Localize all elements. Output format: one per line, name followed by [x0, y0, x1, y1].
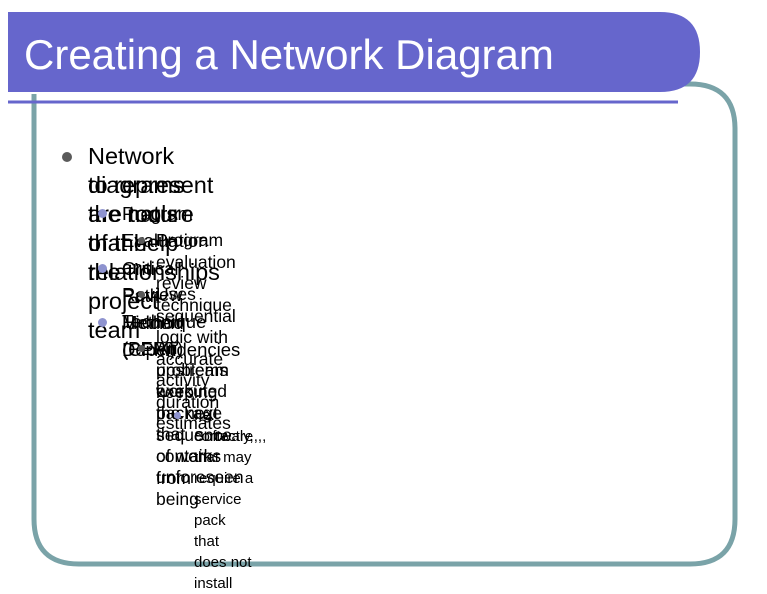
cpm-label: Critical Path Method (CPM) [122, 258, 184, 360]
bullet-dot-pert-sub [138, 237, 145, 244]
bullet-dot-hidden-sub [138, 345, 145, 352]
content-frame-border [31, 81, 738, 567]
main-point-line1: Network diagrams are tools that help the… [88, 143, 185, 343]
example-line1: I.e. Software that may require a service… [194, 407, 254, 592]
bullet-dot-hidden [98, 318, 107, 327]
bullet-dot-cpm-sub [138, 291, 145, 298]
hidden-sub-line3: executed [156, 381, 228, 401]
bullet-dot-example [174, 412, 181, 419]
title-bar [8, 12, 700, 92]
pert-label: Program Evaluation and Review Technique … [122, 203, 209, 359]
bullet-dot-pert [98, 209, 107, 218]
bullet-dot-cpm [98, 264, 107, 273]
bullet-dot-level1 [62, 152, 72, 162]
main-point-line2: to represent the nature of the relations… [88, 172, 220, 285]
pert-sub: Program evaluation review technique [156, 230, 236, 315]
slide-title: Creating a Network Diagram [24, 31, 554, 78]
hidden-sub-line1: An upstream work package that contains u… [156, 338, 244, 487]
example-line2: correctly,,,, [194, 428, 267, 445]
hidden-sub-line2: problems keeping the next sequence of wo… [156, 360, 232, 509]
hidden-label: Hidden Dependencies [122, 312, 241, 360]
